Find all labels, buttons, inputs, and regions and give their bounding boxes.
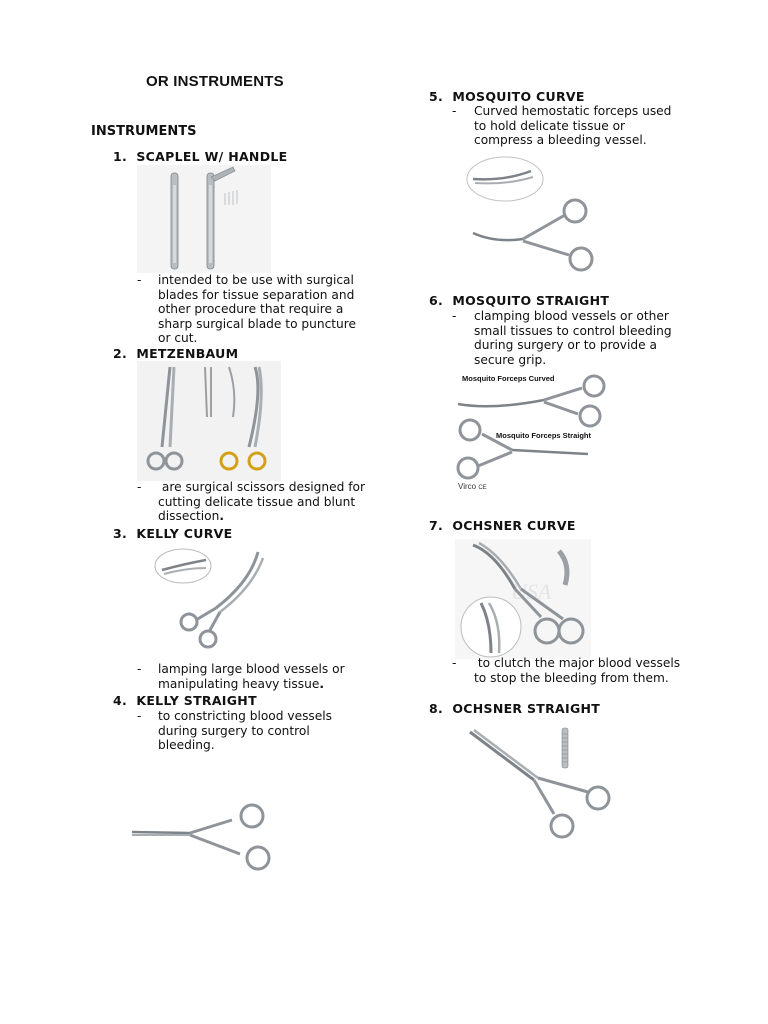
item-8-name: OCHSNER STRAIGHT [452, 701, 601, 716]
item-6-description: clamping blood vessels or other small ti… [474, 309, 672, 367]
item-7-description-row: - to clutch the major blood vessels to s… [452, 656, 682, 702]
item-4-heading: 4. KELLY STRAIGHT [113, 693, 257, 708]
kelly-straight-image [128, 802, 284, 874]
page-title: OR INSTRUMENTS [146, 73, 284, 90]
item-1-name: SCAPLEL W/ HANDLE [136, 149, 288, 164]
item-2-description-end: . [219, 509, 225, 524]
item-1-description: intended to be use with surgical blades … [158, 273, 357, 346]
item-2-number: 2. [113, 346, 128, 361]
mosquito-curved-label: Mosquito Forceps Curved [462, 374, 555, 383]
item-3-description-end: . [319, 676, 324, 691]
mosquito-straight-label: Mosquito Forceps Straight [496, 431, 592, 440]
item-6-dash: - [452, 309, 457, 323]
item-7-heading: 7. OCHSNER CURVE [429, 518, 576, 533]
kelly-curve-image [150, 546, 272, 650]
item-6-name: MOSQUITO STRAIGHT [452, 293, 610, 308]
item-1-description-row: - intended to be use with surgical blade… [137, 273, 367, 349]
item-7-description: to clutch the major blood vessels to sto… [474, 656, 684, 685]
mosquito-curve-image [465, 155, 605, 280]
metzenbaum-scissors-image [137, 361, 281, 481]
item-4-dash: - [137, 709, 142, 723]
item-5-heading: 5. MOSQUITO CURVE [429, 89, 585, 104]
ce-mark: CE [478, 485, 487, 491]
mosquito-forceps-image: Mosquito Forceps Curved Mosquito Forceps… [452, 370, 614, 494]
item-7-number: 7. [429, 518, 444, 533]
item-5-description: Curved hemostatic forceps used to hold d… [474, 104, 672, 148]
item-5-dash: - [452, 104, 457, 118]
item-5-number: 5. [429, 89, 444, 104]
item-1-number: 1. [113, 149, 128, 164]
item-4-name: KELLY STRAIGHT [136, 693, 257, 708]
item-1-dash: - [137, 273, 142, 287]
ochsner-curve-image: USA [455, 539, 591, 659]
item-3-description-row: - lamping large blood vessels or manipul… [137, 662, 367, 694]
item-2-description-row: - are surgical scissors designed for cut… [137, 480, 367, 526]
item-4-description-row: - to constricting blood vessels during s… [137, 709, 367, 755]
item-3-dash: - [137, 662, 142, 676]
item-4-description: to constricting blood vessels during sur… [158, 709, 333, 753]
virco-logo: Virco CE [458, 482, 487, 491]
virco-label: Virco [458, 482, 477, 491]
item-2-dash: - [137, 480, 142, 494]
item-3-heading: 3. KELLY CURVE [113, 526, 232, 541]
item-3-name: KELLY CURVE [136, 526, 233, 541]
ochsner-straight-image [462, 722, 628, 856]
section-heading: INSTRUMENTS [91, 124, 197, 139]
item-6-heading: 6. MOSQUITO STRAIGHT [429, 293, 609, 308]
item-2-description: are surgical scissors designed for cutti… [158, 480, 369, 524]
item-5-description-row: - Curved hemostatic forceps used to hold… [452, 104, 682, 150]
item-8-number: 8. [429, 701, 444, 716]
item-2-name: METZENBAUM [136, 346, 239, 361]
item-6-number: 6. [429, 293, 444, 308]
scalpel-handle-image [137, 165, 271, 273]
item-6-description-row: - clamping blood vessels or other small … [452, 309, 682, 371]
item-5-name: MOSQUITO CURVE [452, 89, 585, 104]
item-1-heading: 1. SCAPLEL W/ HANDLE [113, 149, 287, 164]
item-7-dash: - [452, 656, 457, 670]
item-8-heading: 8. OCHSNER STRAIGHT [429, 701, 600, 716]
item-3-description: lamping large blood vessels or manipulat… [158, 662, 345, 691]
item-2-heading: 2. METZENBAUM [113, 346, 238, 361]
item-3-number: 3. [113, 526, 128, 541]
item-7-name: OCHSNER CURVE [452, 518, 576, 533]
item-4-number: 4. [113, 693, 128, 708]
